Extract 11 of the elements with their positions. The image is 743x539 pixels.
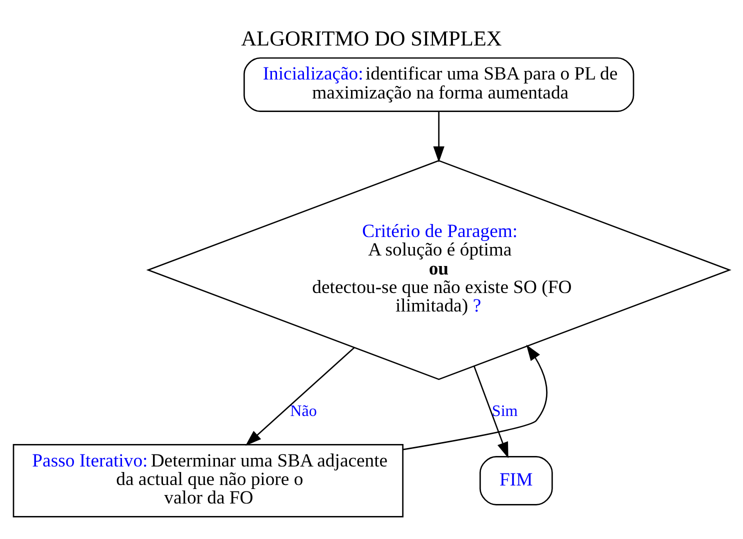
node-box: Inicialização:identificar uma SBA para o PL de maximização na forma aumentada xyxy=(244,56,634,112)
node-diamond: Critério de Paragem: A solução é óptima ou detectou-se que não existe SO (FO ilimitada) ? xyxy=(146,159,732,380)
arrow xyxy=(245,346,355,446)
edge-label: Não xyxy=(290,402,317,420)
diagram-title: ALGORITMO DO SIMPLEX xyxy=(241,26,502,50)
arrow xyxy=(473,365,508,458)
edge-label: Sim xyxy=(492,402,518,420)
arrow xyxy=(402,344,548,450)
node-box: Passo Iterativo:Determinar uma SBA adjacente da actual que não piore o valor da FO xyxy=(12,444,404,517)
node-box: FIM xyxy=(480,456,553,505)
arrow xyxy=(433,110,444,162)
